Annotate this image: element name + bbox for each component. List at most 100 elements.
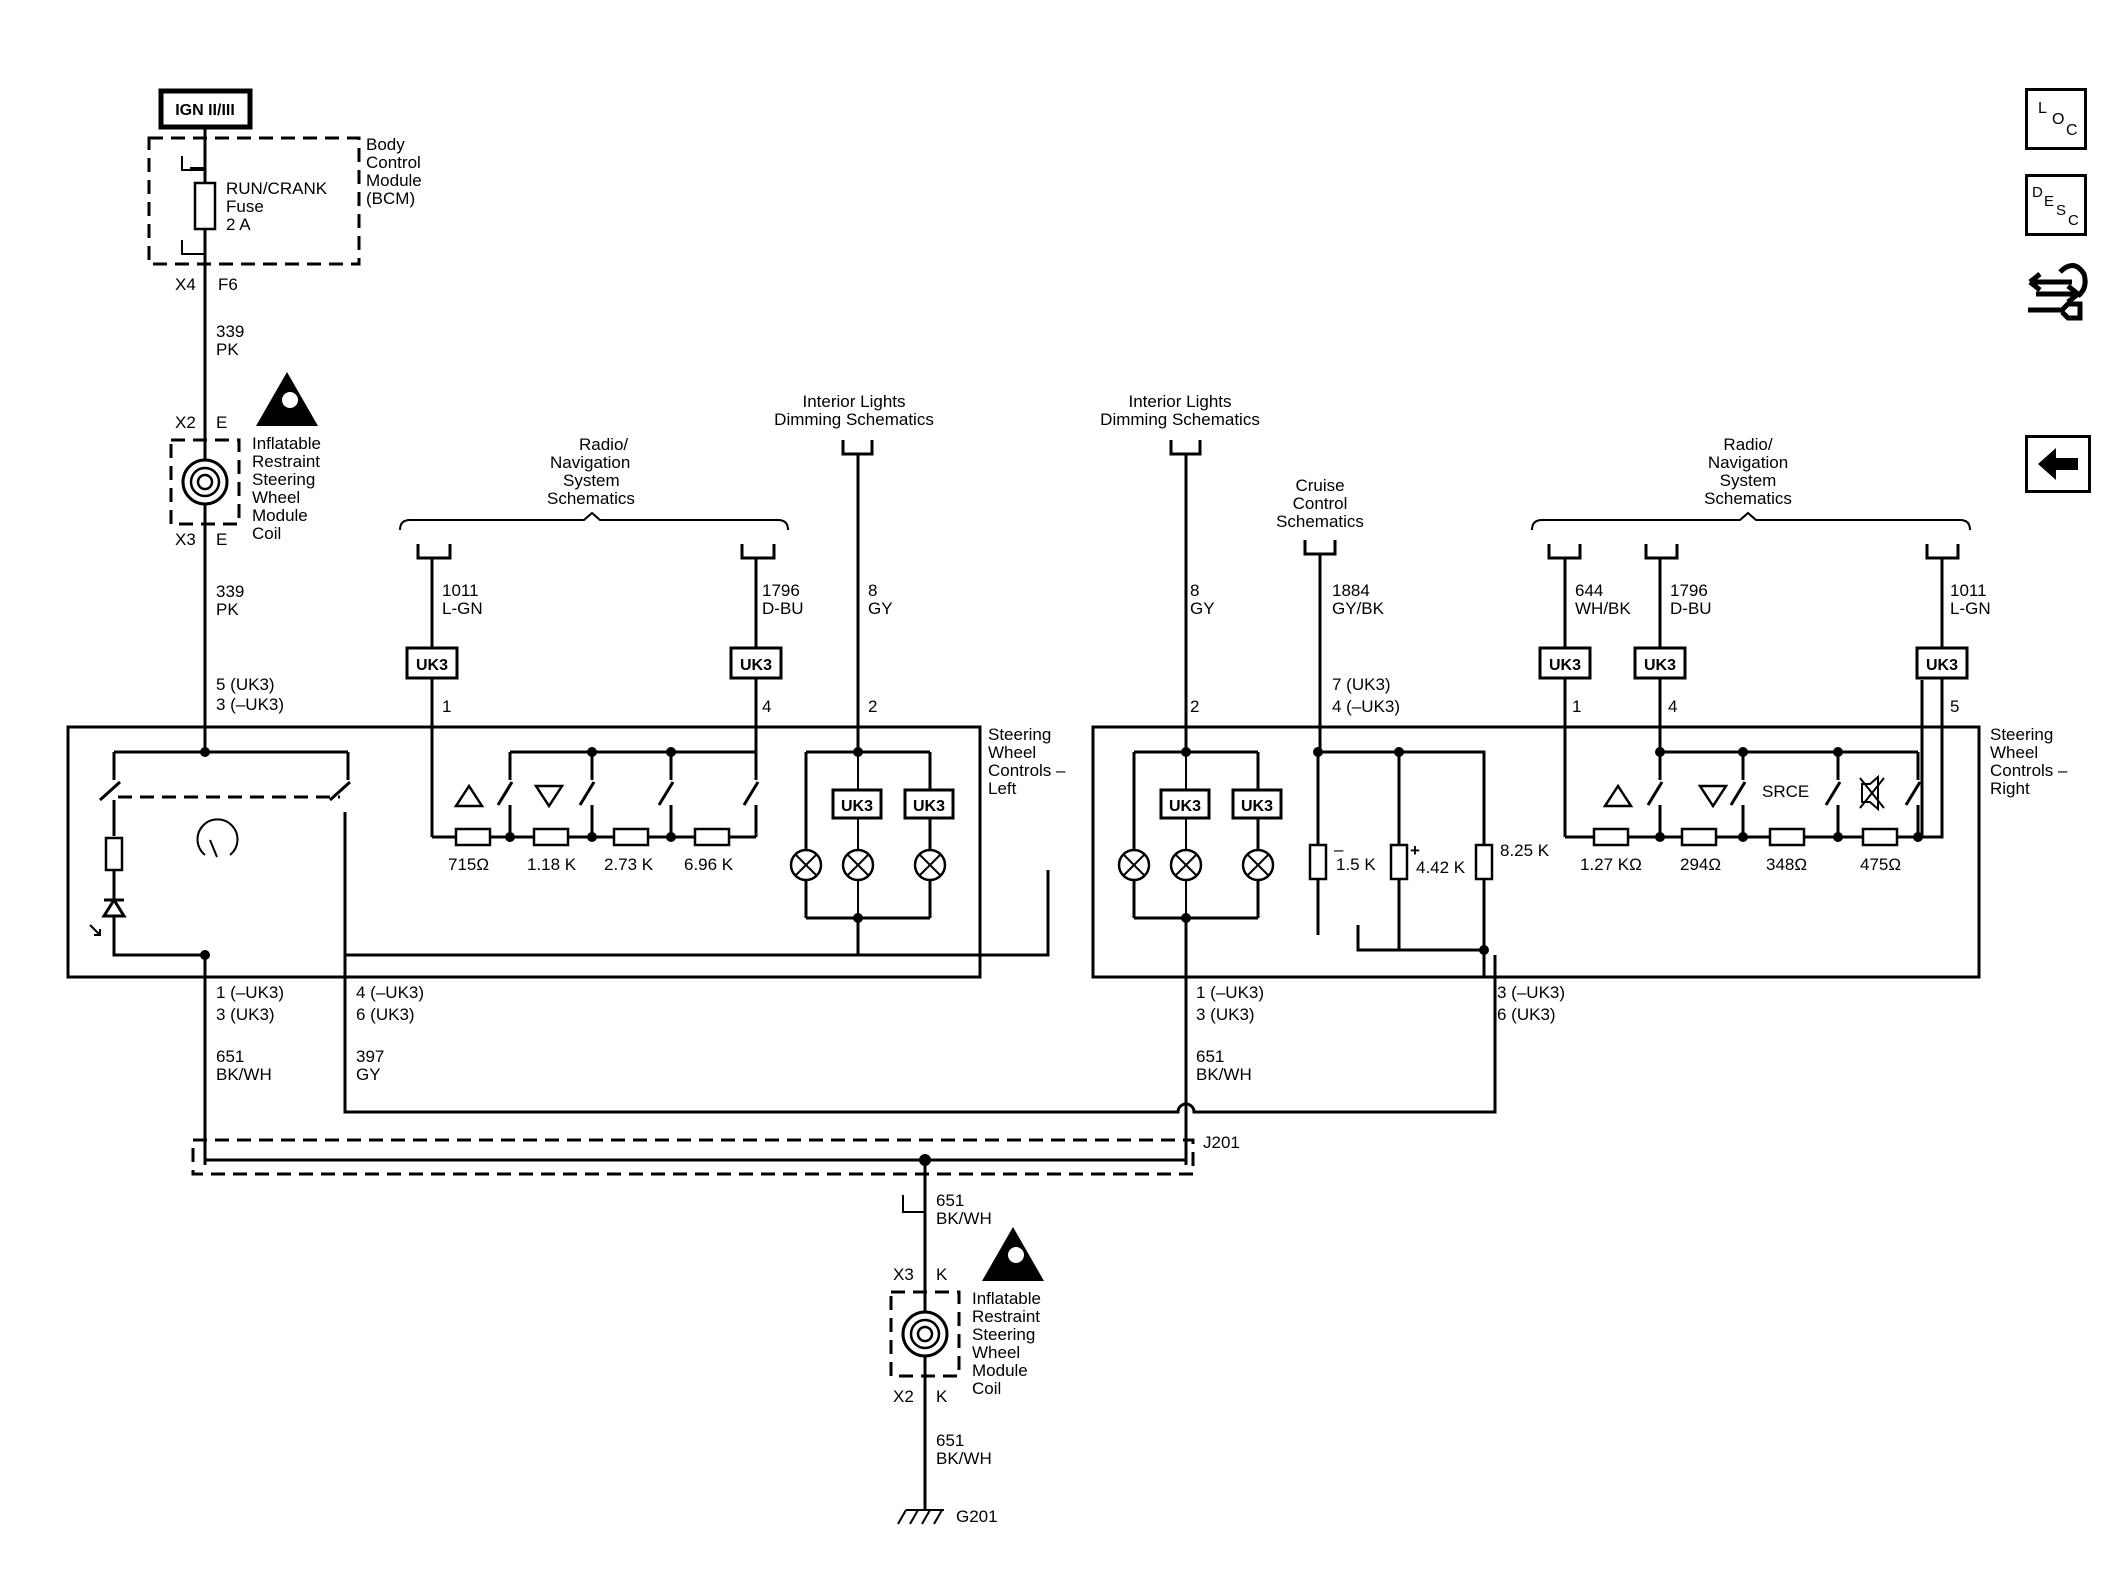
circuit-1884-color: GY/BK [1332,599,1385,618]
coil-bottom-label-1: Inflatable [972,1289,1041,1308]
circuit-651-color-ground: BK/WH [936,1449,992,1468]
left-resistor-4: 6.96 K [684,855,734,874]
splice-j201: J201 [191,1133,1240,1176]
right-circuit-651-number: 651 [1196,1047,1224,1066]
coil-top-label-5: Module [252,506,308,525]
circuit-651-number-ground: 651 [936,1431,964,1450]
right-pin-5: 5 [1950,697,1959,716]
uk3-tag: UK3 [1549,657,1581,674]
uk3-tag: UK3 [1926,657,1958,674]
right-resistor-4: 475Ω [1860,855,1901,874]
power-source-label: IGN II/III [175,102,235,119]
desc-letter-3: S [2056,202,2066,219]
left-power-pin-2: 3 (–UK3) [216,695,284,714]
coil-top-label-3: Steering [252,470,315,489]
left-resistor-1: 715Ω [448,855,489,874]
coil-bottom-conn-in: X3 [893,1265,914,1284]
mute-icon [1859,774,1885,812]
fuse-icon [193,181,217,231]
right-circuit-8-number: 8 [1190,581,1199,600]
circuit-1884-pin-2: 4 (–UK3) [1332,697,1400,716]
left-radio-ref-4: Schematics [547,489,635,508]
splice-label: J201 [1203,1133,1240,1152]
coil-bottom-label-4: Wheel [972,1343,1020,1362]
right-resistor-3: 348Ω [1766,855,1807,874]
right-circuit-1011-number: 1011 [1950,581,1987,600]
circuit-339-color-2: PK [216,600,239,619]
bcm-label-3: Module [366,171,422,190]
left-resistor-2: 1.18 K [527,855,577,874]
left-resistor-3: 2.73 K [604,855,654,874]
left-circuit-1796-number: 1796 [762,581,800,600]
circuit-651-color-low: BK/WH [936,1209,992,1228]
bcm-label-4: (BCM) [366,189,415,208]
left-circuit-1796-color: D-BU [762,599,804,618]
uk3-tag: UK3 [913,798,945,815]
left-circuit-651-number: 651 [216,1047,244,1066]
left-circuit-8-color: GY [868,599,893,618]
left-pin-4: 4 [762,697,771,716]
left-radio-ref-3: System [563,471,620,490]
ground-label: G201 [956,1507,998,1526]
fuse-name: RUN/CRANK [226,179,328,198]
desc-letter-1: D [2032,184,2043,201]
wrench-icon [2028,301,2083,321]
right-resistor-2: 294Ω [1680,855,1721,874]
left-controls-label-2: Wheel [988,743,1036,762]
coil-bottom-label-6: Coil [972,1379,1001,1398]
bcm-connector: X4 [175,275,196,294]
coil-top-label-6: Coil [252,524,281,543]
clockspring-icon [901,1310,949,1358]
uk3-tag: UK3 [740,657,772,674]
left-controls-label-3: Controls – [988,761,1066,780]
right-circuit-1011-color: L-GN [1950,599,1991,618]
desc-icon: D E S C [2032,184,2079,229]
coil-top-pin-out: E [216,530,227,549]
down-arrow-icon [1697,784,1729,809]
bcm-module: RUN/CRANK Fuse 2 A Body Control Module (… [147,127,422,294]
down-arrow-icon [533,784,565,809]
uk3-tag: UK3 [1241,798,1273,815]
left-pin-1: 1 [442,697,451,716]
coil-bottom-label-2: Restraint [972,1307,1040,1326]
diagnostic-tool-button[interactable] [2022,252,2092,328]
right-pin-2: 2 [1190,697,1199,716]
up-arrow-icon [1602,783,1634,808]
ground-g201: G201 [897,1507,998,1526]
left-pin-2: 2 [868,697,877,716]
loc-icon: L O C [2038,100,2078,139]
right-return-pin-1: 3 (–UK3) [1497,983,1565,1002]
coil-bottom-conn-out: X2 [893,1387,914,1406]
bcm-label-2: Control [366,153,421,172]
coil-bottom-label-5: Module [972,1361,1028,1380]
cruise-ref-2: Control [1293,494,1348,513]
right-dimming-ref-2: Dimming Schematics [1100,410,1260,429]
circuit-644-color: WH/BK [1575,599,1631,618]
back-button[interactable] [2025,435,2091,493]
cruise-resistor-1: 1.5 K [1336,855,1376,874]
coil-bottom-pin-out: K [936,1387,948,1406]
left-dimming-ref-2: Dimming Schematics [774,410,934,429]
steering-wheel-coil-bottom: X3 K X2 K Inflatable Restraint Steering … [889,1227,1044,1406]
description-view-button[interactable]: D E S C [2025,174,2087,236]
uk3-tag: UK3 [1169,798,1201,815]
uk3-tag: UK3 [416,657,448,674]
right-circuit-651-color: BK/WH [1196,1065,1252,1084]
minus-icon: – [1334,840,1344,859]
steering-wheel-controls-left: Steering Wheel Controls – Left [66,460,1066,979]
circuit-651-number-low: 651 [936,1191,964,1210]
desc-letter-4: C [2068,212,2079,229]
cruise-ref-3: Schematics [1276,512,1364,531]
back-arrow-icon [2038,448,2078,480]
left-controls-label-1: Steering [988,725,1051,744]
source-label: SRCE [1762,782,1809,801]
left-circuit-8-number: 8 [868,581,877,600]
location-view-button[interactable]: L O C [2025,88,2087,150]
circuit-339-number: 339 [216,322,244,341]
loc-letter-3: C [2066,122,2078,139]
uk3-tag: UK3 [841,798,873,815]
right-resistor-1: 1.27 KΩ [1580,855,1642,874]
coil-top-label-4: Wheel [252,488,300,507]
right-circuit-8-color: GY [1190,599,1215,618]
